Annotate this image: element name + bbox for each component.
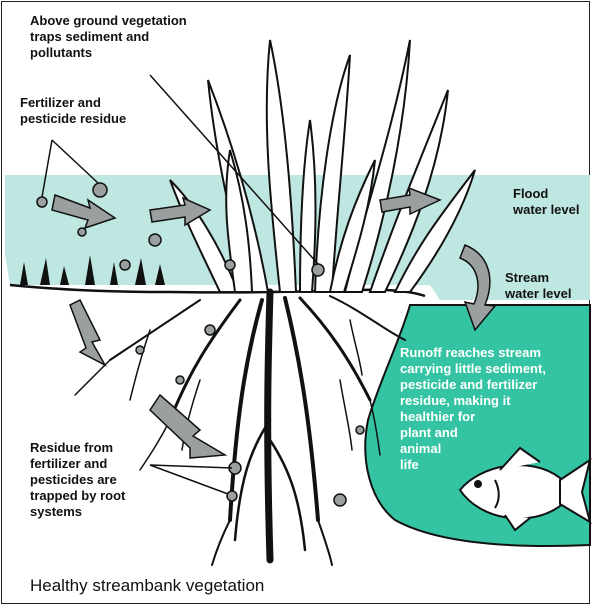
flow-arrow-icon xyxy=(70,300,105,365)
residue-particle-icon xyxy=(37,197,47,207)
flow-arrow-icon xyxy=(150,395,225,458)
stream-level-label: Stream water level xyxy=(505,270,572,302)
residue-particle-icon xyxy=(356,426,364,434)
flood-level-label: Flood water level xyxy=(513,186,580,218)
residue-pointer xyxy=(150,465,228,494)
above-ground-vegetation xyxy=(170,40,475,292)
residue-particle-icon xyxy=(149,234,161,246)
residue-particle-icon xyxy=(334,494,346,506)
residue-particle-icon xyxy=(120,260,130,270)
vegetation-label: Above ground vegetation traps sediment a… xyxy=(30,13,187,61)
fertilizer-label: Fertilizer and pesticide residue xyxy=(20,95,126,127)
residue-particle-icon xyxy=(78,228,86,236)
residue-particle-icon xyxy=(225,260,235,270)
residue-particle-icon xyxy=(205,325,215,335)
runoff-label: Runoff reaches stream carrying little se… xyxy=(400,345,546,473)
residue-label: Residue from fertilizer and pesticides a… xyxy=(30,440,125,520)
residue-particle-icon xyxy=(176,376,184,384)
residue-particle-icon xyxy=(136,346,144,354)
figure-caption: Healthy streambank vegetation xyxy=(30,576,264,596)
residue-particle-icon xyxy=(312,264,324,276)
residue-pointer xyxy=(150,465,232,468)
residue-particle-icon xyxy=(93,183,107,197)
residue-particle-icon xyxy=(227,491,237,501)
